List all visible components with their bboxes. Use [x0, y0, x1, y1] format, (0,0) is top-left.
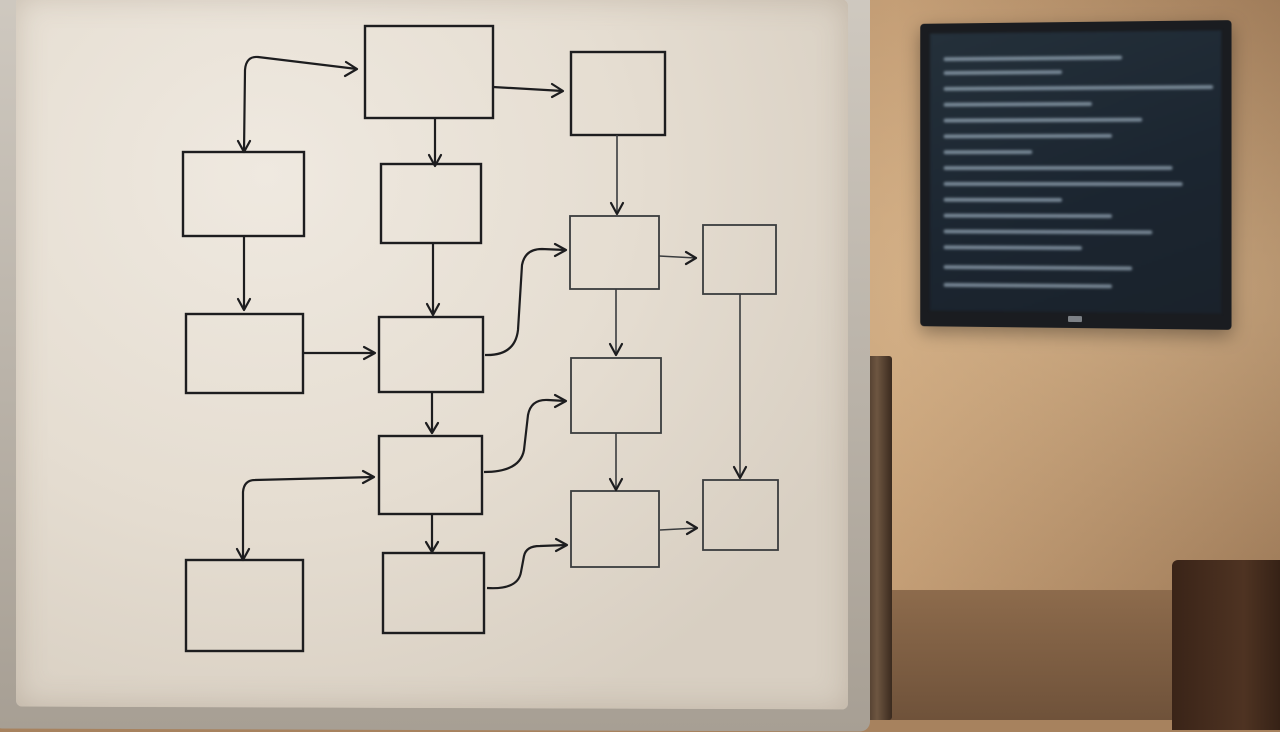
arrowhead: [236, 297, 252, 312]
arrowhead: [609, 201, 625, 216]
arrowhead: [608, 342, 624, 357]
flowchart-arrow: [242, 55, 358, 153]
flowchart-box: [184, 558, 305, 653]
flowchart-arrow: [492, 85, 564, 93]
arrowhead: [553, 393, 568, 409]
flowchart-box: [702, 479, 779, 551]
flowchart-arrow: [483, 398, 567, 474]
flowchart-box: [184, 312, 305, 395]
arrowhead: [424, 540, 440, 554]
flowchart-arrow: [241, 475, 375, 560]
arrowhead: [608, 477, 624, 492]
flowchart-arrow: [484, 247, 567, 357]
flowchart-box: [379, 162, 483, 245]
arrowhead: [424, 421, 440, 435]
flowchart-box: [570, 357, 662, 434]
arrowhead: [553, 242, 568, 258]
flowchart-box: [569, 215, 660, 290]
flowchart-box: [377, 434, 484, 516]
flowchart-box: [570, 490, 660, 568]
arrowhead: [685, 520, 699, 536]
flowchart-arrow: [486, 543, 568, 590]
flowchart-box: [377, 315, 485, 394]
flowchart-box: [381, 551, 486, 635]
arrowhead: [554, 537, 569, 553]
arrowhead: [235, 469, 376, 562]
arrowhead: [732, 465, 748, 480]
flowchart-box: [363, 24, 495, 120]
arrowhead: [550, 82, 565, 99]
flowchart-arrow: [658, 255, 697, 259]
flowchart-box: [569, 50, 667, 137]
flowchart-box: [702, 224, 777, 295]
arrowhead: [684, 250, 698, 266]
arrowhead: [236, 60, 359, 154]
arrowhead: [362, 345, 377, 361]
flowchart-arrow: [659, 527, 698, 531]
flowchart-box: [181, 150, 306, 238]
arrowhead: [425, 302, 441, 317]
arrowhead: [427, 153, 443, 168]
wooden-cabinet: [1172, 560, 1280, 730]
